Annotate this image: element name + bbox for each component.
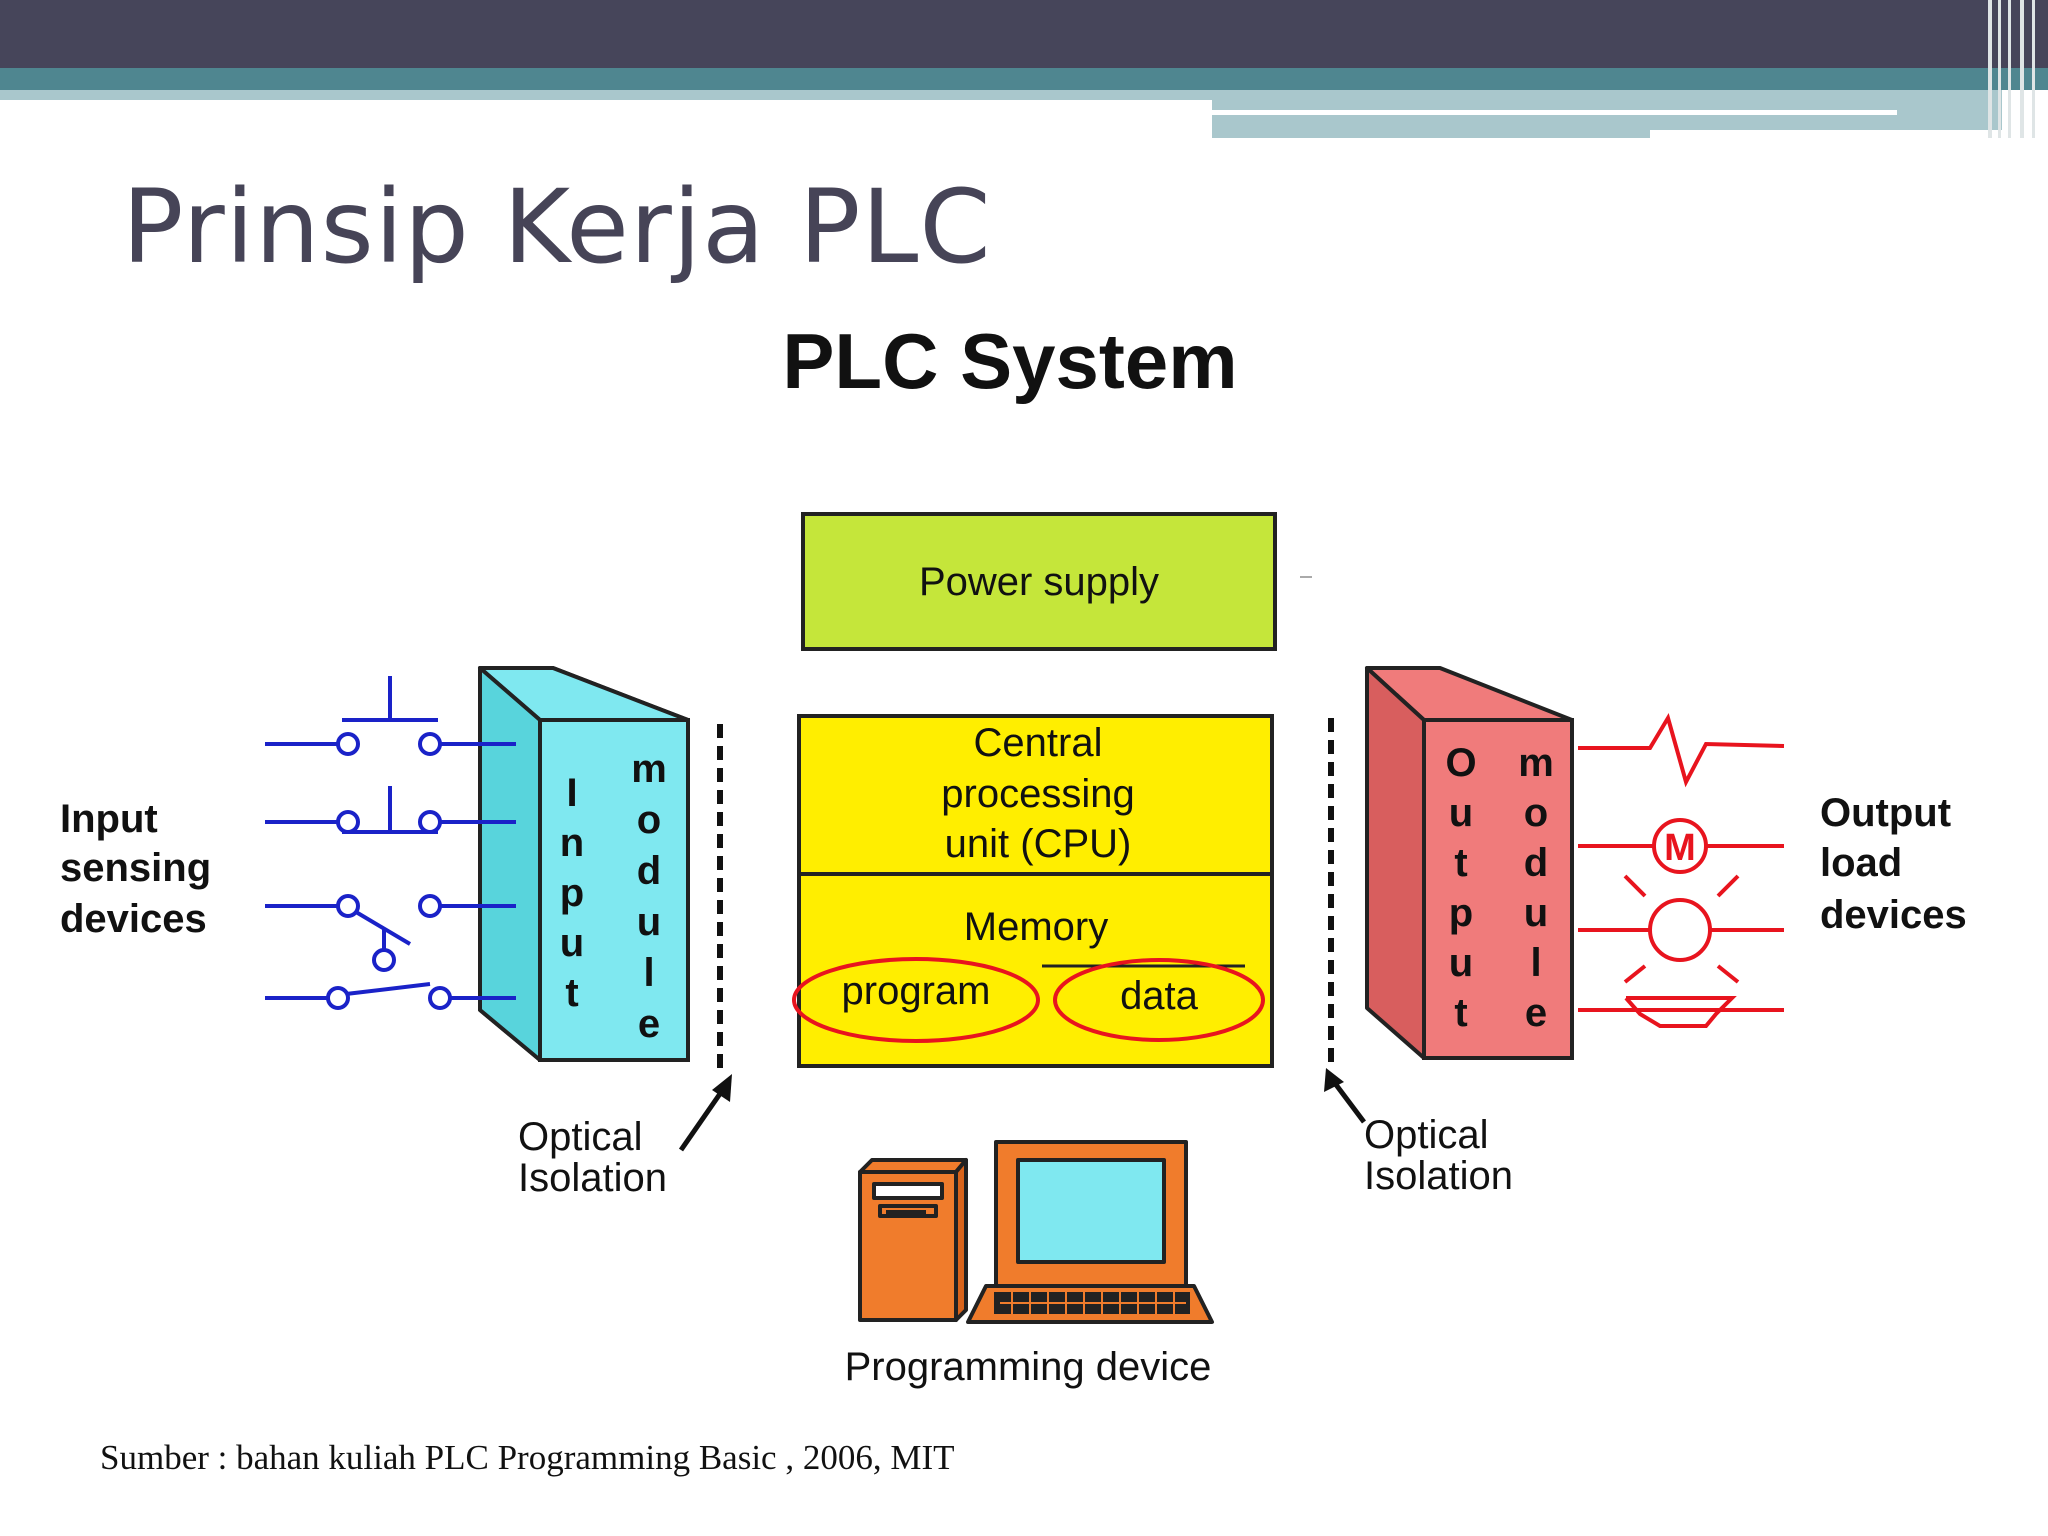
power-supply-label: Power supply	[919, 560, 1159, 604]
input-module-word-module-letter: d	[637, 849, 661, 893]
input-devices-label-line3: devices	[60, 897, 207, 941]
output-loads	[1578, 712, 1785, 1028]
pushbutton-no-icon	[265, 676, 516, 756]
input-module-word-module-letter: m	[631, 747, 667, 791]
input-devices-label-line1: Input	[60, 797, 158, 841]
power-supply-block: Power supply	[801, 512, 1312, 651]
data-ellipse	[1053, 958, 1265, 1042]
monitor-icon	[994, 1140, 1188, 1298]
resistor-heater-icon	[1578, 712, 1785, 788]
output-isolation-arrow	[1324, 1068, 1366, 1124]
input-isolation-label-line2: Isolation	[518, 1156, 667, 1200]
output-module-word-output-letter: t	[1454, 841, 1467, 885]
output-isolation-label-line1: Optical	[1364, 1113, 1489, 1157]
memory-data-label: data	[1120, 974, 1199, 1018]
input-devices-label-line2: sensing	[60, 846, 211, 890]
input-module-word-input: Input	[560, 771, 584, 1015]
input-module-word-module-letter: e	[638, 1002, 660, 1046]
output-module-word-module-letter: d	[1524, 841, 1548, 885]
toggle-switch-icon	[265, 982, 516, 1010]
input-switches	[265, 676, 516, 1010]
memory-label: Memory	[964, 905, 1108, 949]
keyboard-icon	[966, 1284, 1214, 1324]
input-module-word-input-letter: I	[566, 771, 577, 815]
source-citation: Sumber : bahan kuliah PLC Programming Ba…	[100, 1438, 955, 1477]
input-module-word-module-letter: u	[637, 900, 661, 944]
input-module-word-input-letter: u	[560, 921, 584, 965]
output-devices-label-line1: Output	[1820, 791, 1951, 835]
memory-program-label: program	[842, 969, 991, 1013]
programming-device-label: Programming device	[845, 1345, 1212, 1389]
motor-icon	[1578, 818, 1784, 874]
output-module-word-module-letter: m	[1518, 741, 1554, 785]
header-bar	[0, 0, 2048, 140]
tower-case-icon	[858, 1158, 968, 1322]
output-devices-label-line2: load	[1820, 841, 1902, 885]
pushbutton-nc-icon	[265, 786, 516, 834]
motor-symbol: M	[1664, 827, 1696, 869]
output-module-word-module-letter: u	[1524, 891, 1548, 935]
input-isolation-label-line1: Optical	[518, 1115, 643, 1159]
cpu-label-line2: processing	[941, 772, 1134, 816]
cpu-memory-block: Central processing unit (CPU) Memory pro…	[792, 714, 1274, 1068]
slide-title: Prinsip Kerja PLC	[122, 168, 992, 287]
output-devices-label-line3: devices	[1820, 893, 1967, 937]
limit-switch-icon	[265, 894, 516, 972]
output-module-word-module-letter: e	[1525, 991, 1547, 1035]
cpu-label-line3: unit (CPU)	[945, 822, 1132, 866]
output-isolation-label-line2: Isolation	[1364, 1154, 1513, 1198]
cpu-label-line1: Central	[974, 721, 1103, 765]
program-ellipse	[792, 957, 1040, 1043]
output-module-word-module-letter: l	[1530, 941, 1541, 985]
diagram-title: PLC System	[782, 317, 1237, 405]
output-module-word-output-letter: p	[1449, 891, 1473, 935]
horn-icon	[1578, 996, 1784, 1028]
lamp-icon	[1578, 874, 1784, 984]
output-module-word-output-letter: u	[1449, 941, 1473, 985]
output-module-word-output: Output	[1445, 741, 1476, 1035]
header-edge-stripes	[1988, 0, 2035, 138]
input-module-word-input-letter: n	[560, 821, 584, 865]
output-module-word-module-letter: o	[1524, 791, 1548, 835]
input-module-word-input-letter: p	[560, 871, 584, 915]
output-module-word-output-letter: u	[1449, 791, 1473, 835]
input-module-word-module-letter: l	[643, 951, 654, 995]
input-module-word-input-letter: t	[565, 971, 578, 1015]
output-module-word-output-letter: t	[1454, 991, 1467, 1035]
input-isolation-arrow	[678, 1074, 732, 1152]
input-module-word-module-letter: o	[637, 798, 661, 842]
output-module-word-output-letter: O	[1445, 741, 1476, 785]
programming-device-icon	[858, 1140, 1214, 1324]
